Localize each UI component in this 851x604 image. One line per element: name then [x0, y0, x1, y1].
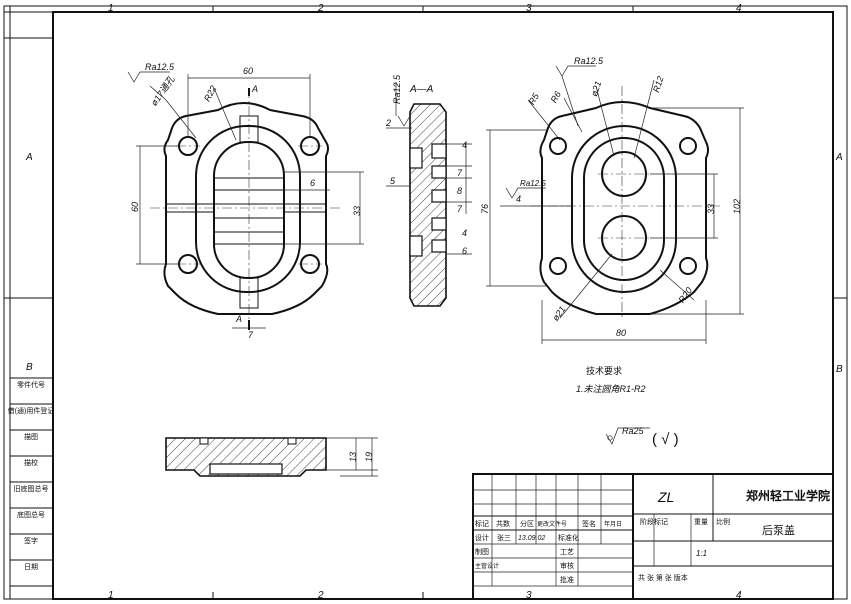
front-dim-height: 60	[130, 202, 140, 212]
general-ra-value: Ra25	[622, 426, 645, 436]
section-dim-4a: 4	[462, 140, 467, 150]
front-section-mark-top: A	[251, 84, 258, 94]
section-title: A—A	[409, 84, 434, 95]
tb-part-name: 后泵盖	[762, 523, 795, 537]
tb-stage-mark: 阶段标记	[640, 517, 668, 526]
side-row-sign: 签字	[24, 536, 38, 545]
side-row-dwg: 底图总号	[17, 510, 45, 519]
tb-ratio: 1:1	[696, 549, 707, 558]
tb-standard: 标准化	[558, 533, 579, 542]
title-block	[472, 473, 834, 600]
tb-change-doc: 更改文件号	[537, 520, 567, 528]
tb-sheets: 共 张 第 张 版本	[638, 573, 688, 582]
right-dim-102: 102	[732, 199, 742, 214]
tb-weight: 重量	[694, 518, 708, 526]
tech-requirements: 技术要求 1.未注圆角R1-R2	[576, 365, 646, 394]
section-view-labels: A—A Ra12.5 2 4 7 8 7 5 4 6	[385, 74, 467, 256]
right-r5: R5	[527, 91, 542, 107]
drawing-border	[3, 5, 848, 600]
right-dim-33: 33	[706, 204, 716, 214]
tb-approve: 批准	[560, 575, 574, 584]
side-row-old: 借(通)用件登记	[8, 406, 55, 415]
section-dim-7b: 7	[457, 204, 463, 214]
zone-labels: 1 2 3 4 1 2 3 4 A A B B	[25, 3, 843, 601]
right-dim-76: 76	[480, 204, 490, 214]
front-dim-section-width: 7	[248, 330, 254, 340]
tech-req-heading: 技术要求	[586, 365, 622, 376]
right-d21-top: ø21	[589, 80, 603, 98]
bottom-dim-19: 19	[364, 452, 374, 462]
tb-mark: 标记	[475, 519, 489, 528]
zone-bottom-2: 2	[317, 590, 324, 601]
section-view	[386, 82, 472, 307]
right-view	[486, 65, 744, 344]
front-dim-width: 60	[243, 66, 253, 76]
tb-review: 审核	[560, 561, 574, 570]
bottom-dim-13: 13	[348, 452, 358, 462]
zone-bottom-1: 1	[108, 590, 114, 601]
tech-req-line1: 1.未注圆角R1-R2	[576, 384, 646, 394]
zone-top-1: 1	[108, 3, 114, 14]
tb-drafting: 制图	[475, 547, 489, 556]
section-dim-5: 5	[390, 176, 396, 186]
right-d21-bot: ø21	[550, 304, 567, 322]
zone-bottom-3: 3	[526, 590, 532, 601]
tb-design-date: 13.09.02	[518, 535, 545, 542]
right-dim-80: 80	[616, 328, 626, 338]
tb-design: 设计	[475, 533, 489, 542]
right-ra-mid: Ra12.5	[520, 179, 546, 188]
zone-left-b: B	[26, 362, 33, 373]
tb-process: 工艺	[560, 548, 574, 556]
right-r12: R12	[651, 75, 666, 94]
title-block-text: ZL 郑州轻工业学院 后泵盖 1:1 阶段标记 重量 比例 共 张 第 张 版本…	[475, 488, 830, 584]
side-row-check: 描校	[24, 458, 38, 467]
zone-top-3: 3	[526, 3, 532, 14]
tb-school: 郑州轻工业学院	[746, 488, 830, 503]
front-dim-depth: 6	[310, 178, 315, 188]
side-row-olddwg: 旧底图总号	[14, 484, 49, 493]
zone-right-b: B	[836, 364, 843, 375]
section-dim-8: 8	[457, 186, 462, 196]
right-ra: Ra12.5	[574, 56, 604, 66]
tb-date-col: 年月日	[604, 520, 622, 528]
tb-designer: 张三	[497, 533, 511, 542]
section-dim-4b: 4	[462, 228, 467, 238]
section-ra-top: Ra12.5	[392, 74, 402, 104]
tb-count: 共数	[496, 519, 510, 528]
front-hole-note: ø17通孔	[149, 74, 177, 108]
front-ra: Ra12.5	[145, 62, 175, 72]
side-panel	[9, 377, 54, 600]
zone-right-a: A	[835, 152, 843, 163]
general-ra-paren: ( √ )	[652, 431, 679, 448]
side-panel-labels: 零件代号 借(通)用件登记 描图 描校 旧底图总号 底图总号 签字 日期	[8, 380, 55, 571]
zone-left-a: A	[25, 152, 33, 163]
front-dim-slot: 33	[352, 206, 362, 216]
section-dim-7a: 7	[457, 168, 463, 178]
tb-material: ZL	[657, 489, 674, 505]
general-roughness: Ra25 ( √ )	[605, 426, 679, 448]
right-dim-4: 4	[516, 194, 521, 204]
zone-top-2: 2	[317, 3, 324, 14]
tb-sign: 签名	[582, 519, 596, 528]
right-r6: R6	[549, 89, 563, 104]
front-section-mark-bottom: A	[235, 314, 242, 324]
zone-bottom-4: 4	[736, 590, 742, 601]
tb-scale: 比例	[716, 517, 730, 526]
section-dim-2: 2	[385, 118, 391, 128]
tb-chief: 主管设计	[475, 562, 499, 570]
tb-zone: 分区	[520, 519, 534, 528]
right-view-labels: Ra12.5 R5 R6 ø21 R12 76 33 102 Ra12.5 4 …	[480, 56, 742, 338]
bottom-view	[165, 437, 378, 477]
front-view	[127, 71, 364, 330]
zone-top-4: 4	[736, 3, 742, 14]
bottom-view-labels: 13 19	[348, 452, 374, 462]
side-row-trace: 描图	[24, 432, 38, 441]
section-dim-6: 6	[462, 246, 467, 256]
side-row-date: 日期	[24, 563, 38, 571]
side-row-borrow: 零件代号	[17, 380, 45, 389]
